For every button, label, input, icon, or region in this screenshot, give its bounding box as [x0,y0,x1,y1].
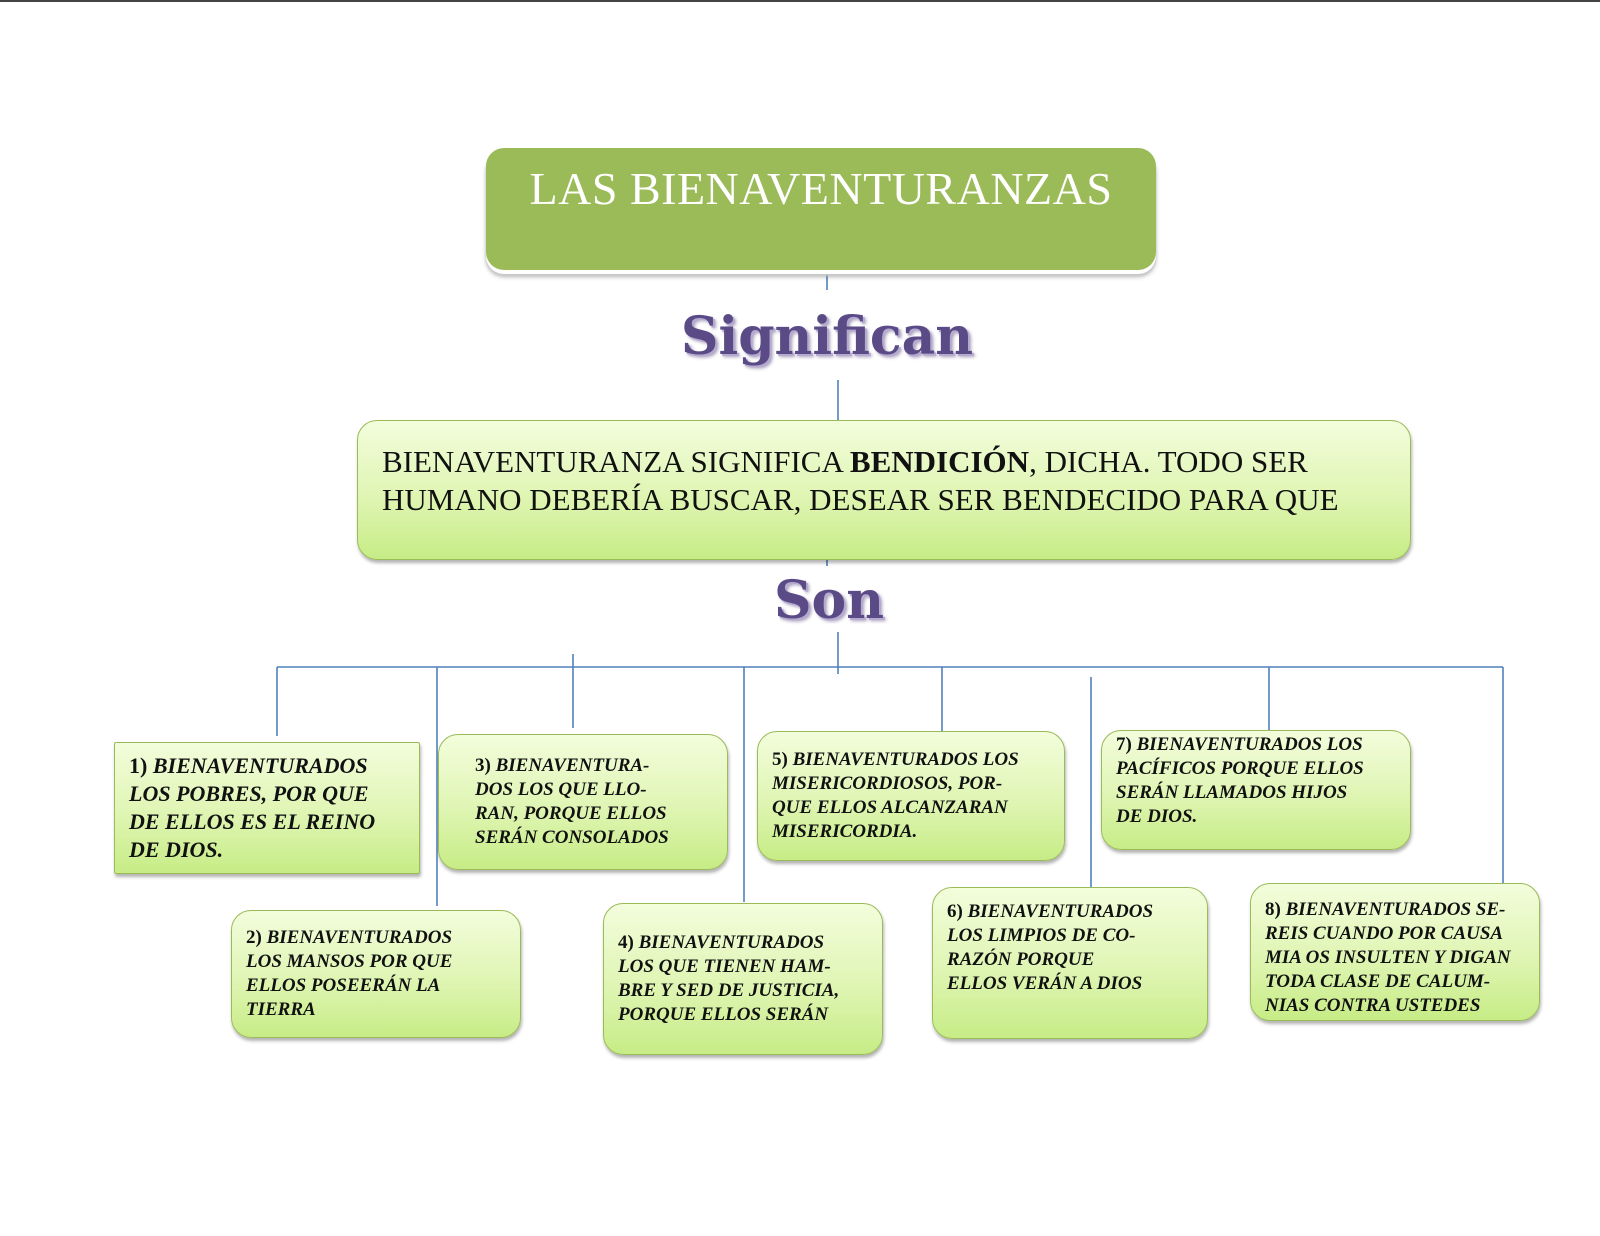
beatitude-number: 5) [772,749,788,770]
beatitude-number: 4) [618,932,634,953]
top-border-line [0,0,1600,2]
beatitude-text: BIENAVENTURADOS LOS MISERICORDIOSOS, POR… [772,749,1019,842]
beatitude-text: BIENAVENTURA- DOS LOS QUE LLO- RAN, PORQ… [475,755,669,848]
beatitude-text: BIENAVENTURADOS LOS MANSOS POR QUE ELLOS… [246,927,453,1020]
link-label-son: Son [773,570,885,631]
beatitude-node-8: 8) BIENAVENTURADOS SE- REIS CUANDO POR C… [1250,883,1540,1021]
definition-node: BIENAVENTURANZA SIGNIFICA BENDICIÓN, DIC… [357,420,1411,560]
beatitude-text: BIENAVENTURADOS LOS PACÍFICOS PORQUE ELL… [1116,734,1364,827]
beatitude-text: BIENAVENTURADOS SE- REIS CUANDO POR CAUS… [1265,899,1511,1016]
beatitude-number: 7) [1116,734,1132,755]
definition-text-bold: BENDICIÓN [849,444,1030,479]
title-text: LAS BIENAVENTURANZAS [529,163,1113,214]
link-label-significan: Significan [680,306,974,367]
beatitude-number: 8) [1265,899,1281,920]
beatitude-node-1: 1) BIENAVENTURADOS LOS POBRES, POR QUE D… [114,742,420,874]
beatitude-number: 2) [246,927,262,948]
beatitude-number: 6) [947,901,963,922]
beatitude-node-4: 4) BIENAVENTURADOS LOS QUE TIENEN HAM- B… [603,903,883,1055]
beatitude-text: BIENAVENTURADOS LOS LIMPIOS DE CO- RAZÓN… [947,901,1154,994]
definition-text-end: , DICHA. TODO SER HUMANO DEBERÍA BUSCAR,… [382,444,1339,517]
beatitude-text: BIENAVENTURADOS LOS QUE TIENEN HAM- BRE … [618,932,840,1025]
beatitude-node-6: 6) BIENAVENTURADOS LOS LIMPIOS DE CO- RA… [932,887,1208,1039]
beatitude-node-2: 2) BIENAVENTURADOS LOS MANSOS POR QUE EL… [231,910,521,1038]
beatitude-text: BIENAVENTURADOS LOS POBRES, POR QUE DE E… [129,753,376,862]
beatitude-node-7: 7) BIENAVENTURADOS LOS PACÍFICOS PORQUE … [1101,730,1411,850]
definition-text-start: BIENAVENTURANZA SIGNIFICA [382,444,850,479]
beatitude-node-3: 3) BIENAVENTURA- DOS LOS QUE LLO- RAN, P… [438,734,728,870]
beatitude-number: 1) [129,753,148,778]
title-node: LAS BIENAVENTURANZAS [486,148,1156,270]
beatitude-node-5: 5) BIENAVENTURADOS LOS MISERICORDIOSOS, … [757,731,1065,861]
beatitude-number: 3) [475,755,491,776]
